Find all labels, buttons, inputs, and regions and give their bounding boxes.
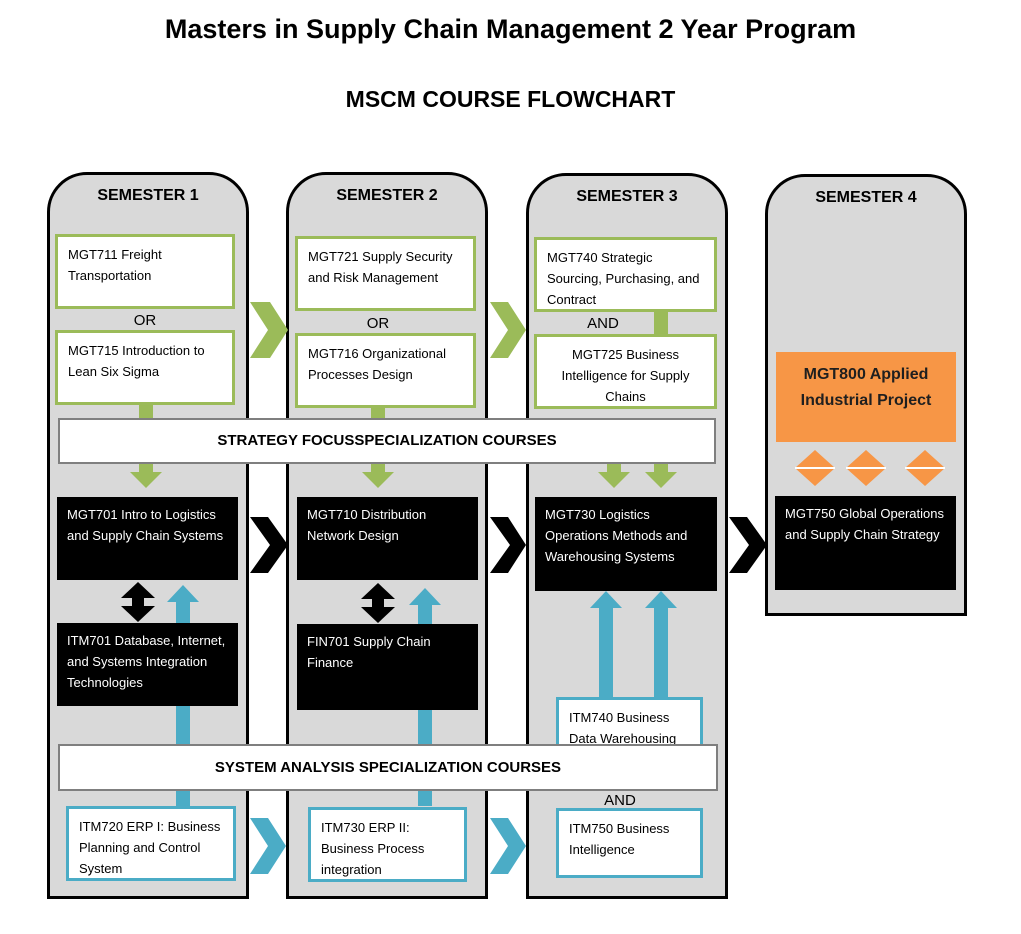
course-mgt725: MGT725 Business Intelligence for Supply …	[534, 334, 717, 409]
course-mgt715: MGT715 Introduction to Lean Six Sigma	[55, 330, 235, 405]
cyan-up-arrow	[645, 591, 677, 698]
course-mgt701: MGT701 Intro to Logistics and Supply Cha…	[57, 497, 238, 580]
course-mgt721: MGT721 Supply Security and Risk Manageme…	[295, 236, 476, 311]
course-fin701: FIN701 Supply Chain Finance	[297, 624, 478, 710]
system-analysis-specialization-banner: SYSTEM ANALYSIS SPECIALIZATION COURSES	[58, 744, 718, 791]
semester-4-header: SEMESTER 4	[815, 189, 917, 206]
course-mgt740: MGT740 Strategic Sourcing, Purchasing, a…	[534, 237, 717, 312]
page-subtitle: MSCM COURSE FLOWCHART	[345, 86, 676, 112]
course-itm730: ITM730 ERP II: Business Process integrat…	[308, 807, 467, 882]
black-chevron-right	[729, 517, 767, 573]
semester-3-header: SEMESTER 3	[576, 188, 678, 205]
green-chevron-right	[250, 302, 288, 358]
green-down-arrow	[362, 464, 394, 488]
course-itm720: ITM720 ERP I: Business Planning and Cont…	[66, 806, 236, 881]
connector-and: AND	[587, 315, 619, 332]
course-mgt716: MGT716 Organizational Processes Design	[295, 333, 476, 408]
strategy-specialization-banner: STRATEGY FOCUSSPECIALIZATION COURSES	[58, 418, 716, 464]
black-double-arrow	[361, 583, 395, 623]
connector-and: AND	[604, 792, 636, 809]
green-down-arrow	[645, 464, 677, 488]
cyan-chevron-right	[490, 818, 526, 874]
connector-or: OR	[366, 315, 390, 332]
green-down-arrow	[130, 464, 162, 488]
green-connector	[654, 311, 668, 337]
course-itm701: ITM701 Database, Internet, and Systems I…	[57, 623, 238, 706]
cyan-up-arrow	[590, 591, 622, 698]
page-title: Masters in Supply Chain Management 2 Yea…	[164, 14, 857, 44]
green-chevron-right	[490, 302, 526, 358]
semester-2-header: SEMESTER 2	[336, 187, 438, 204]
green-down-arrow	[598, 464, 630, 488]
black-double-arrow	[121, 582, 155, 622]
course-mgt710: MGT710 Distribution Network Design	[297, 497, 478, 580]
cyan-chevron-right	[250, 818, 286, 874]
semester-1-header: SEMESTER 1	[97, 187, 199, 204]
course-mgt730: MGT730 Logistics Operations Methods and …	[535, 497, 717, 591]
black-chevron-right	[250, 517, 288, 573]
course-mgt711: MGT711 Freight Transportation	[55, 234, 235, 309]
course-itm750: ITM750 Business Intelligence	[556, 808, 703, 878]
course-mgt750: MGT750 Global Operations and Supply Chai…	[775, 496, 956, 590]
black-chevron-right	[490, 517, 526, 573]
course-mgt800: MGT800 Applied Industrial Project	[776, 352, 956, 442]
connector-or: OR	[133, 312, 157, 329]
